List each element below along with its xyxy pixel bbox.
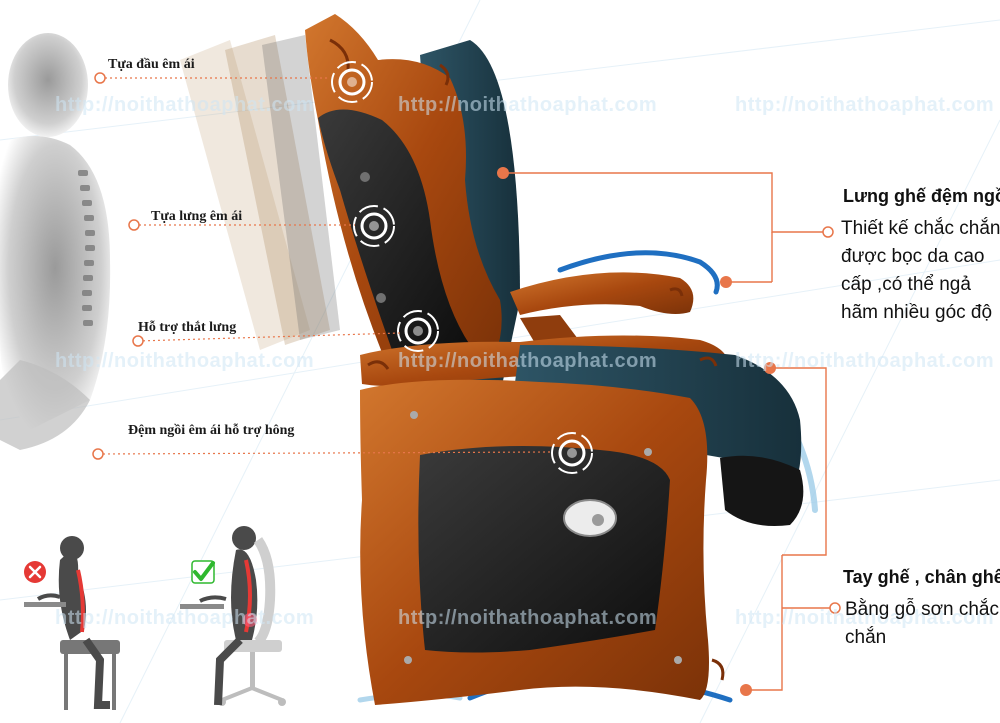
- check-icon: [191, 560, 215, 584]
- chair: [305, 14, 804, 705]
- cross-icon: [24, 561, 46, 583]
- panel-line: hãm nhiều góc độ: [841, 302, 993, 323]
- callout-headrest: Tựa đầu êm ái: [108, 57, 195, 72]
- posture-bad: [24, 536, 120, 710]
- panel-line: Bằng gỗ sơn chắc: [845, 599, 1000, 620]
- callout-backrest: Tựa lưng êm ái: [151, 209, 243, 224]
- human-silhouette: [0, 33, 111, 450]
- massage-rings: [331, 61, 593, 474]
- watermark: http://noithathoaphat.com: [398, 607, 658, 629]
- watermark: http://noithathoaphat.com: [735, 350, 995, 372]
- watermark: http://noithathoaphat.com: [398, 350, 658, 372]
- callout-lumbar: Hỗ trợ thắt lưng: [138, 320, 237, 335]
- panel-arm-leg-body: Bằng gỗ sơn chắc chắn: [845, 596, 999, 652]
- watermark: http://noithathoaphat.com: [735, 94, 995, 116]
- panel-back-seat-body: Thiết kế chắc chắn được bọc da cao cấp ,…: [841, 215, 1000, 327]
- watermark: http://noithathoaphat.com: [55, 350, 315, 372]
- posture-good: [180, 526, 286, 706]
- right-callout-dots: [497, 167, 841, 696]
- panel-arm-leg-title: Tay ghế , chân ghế: [843, 567, 1000, 587]
- watermark: http://noithathoaphat.com: [735, 607, 995, 629]
- panel-line: chắn: [845, 627, 887, 648]
- left-callout-dots: [92, 72, 144, 460]
- watermark: http://noithathoaphat.com: [55, 607, 315, 629]
- panel-line: được bọc da cao: [841, 246, 985, 267]
- panel-line: Thiết kế chắc chắn: [841, 218, 1000, 239]
- left-callout-lines: [97, 77, 553, 455]
- recline-ghosts: [180, 35, 340, 350]
- panel-back-seat-title: Lưng ghế đệm ngồi: [843, 186, 1000, 206]
- right-callout-lines: [505, 172, 835, 691]
- watermark: http://noithathoaphat.com: [55, 94, 315, 116]
- panel-line: cấp ,có thể ngả: [841, 274, 971, 295]
- callout-seat: Đệm ngồi êm ái hỗ trợ hông: [128, 423, 295, 438]
- watermark: http://noithathoaphat.com: [398, 94, 658, 116]
